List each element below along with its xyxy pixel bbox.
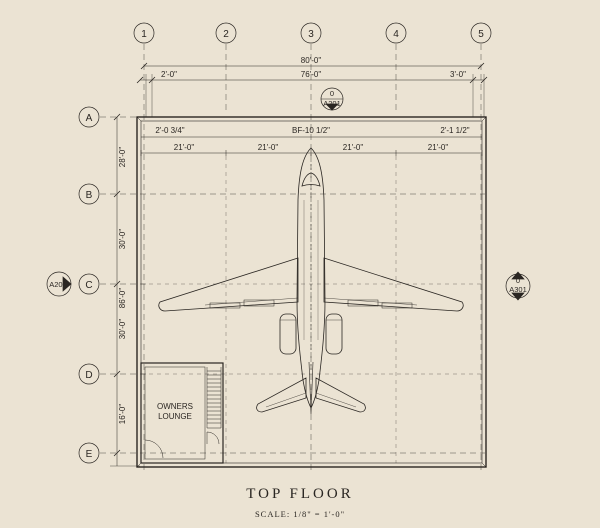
grid-bubble-4: 4 xyxy=(385,22,407,44)
grid-bubble-1: 1 xyxy=(133,22,155,44)
dim-inner-left: 2'-0 3/4" xyxy=(155,126,184,135)
svg-text:B: B xyxy=(86,190,93,201)
stair xyxy=(206,367,222,429)
dim-left-5: 16'-0" xyxy=(118,404,127,425)
aircraft-outline xyxy=(158,147,464,415)
svg-text:C: C xyxy=(85,280,92,291)
grid-bubble-a: A xyxy=(78,106,100,128)
dim-inner-right: 2'-1 1/2" xyxy=(440,126,469,135)
interior-gridlines xyxy=(141,156,482,463)
row-grid: A B C D E xyxy=(78,106,485,464)
drawing-title: TOP FLOOR xyxy=(246,486,354,502)
section-marker-top: 0 A201 xyxy=(320,87,344,111)
section-marker-right: 0 A301 xyxy=(505,271,531,301)
top-dimensions: 80'-0" 2'-0" 76'-0" 3'-0" xyxy=(136,56,488,117)
dim-inner-center: BF-10 1/2" xyxy=(292,126,330,135)
dim-bay-3: 21'-0" xyxy=(343,143,364,152)
grid-bubble-2: 2 xyxy=(215,22,237,44)
grid-bubble-b: B xyxy=(78,183,100,205)
svg-text:A201: A201 xyxy=(49,280,67,289)
dim-bay-2: 21'-0" xyxy=(258,143,279,152)
svg-text:3: 3 xyxy=(308,29,314,40)
section-marker-left: A201 xyxy=(46,271,72,297)
dim-top-left: 2'-0" xyxy=(161,70,177,79)
inner-dimensions: 2'-0 3/4" BF-10 1/2" 2'-1 1/2" 21'-0" 21… xyxy=(140,126,483,156)
svg-text:5: 5 xyxy=(478,29,484,40)
left-dimensions: 28'-0" 30'-0" 86'-0" 30'-0" 16'-0" xyxy=(110,113,140,467)
svg-text:0: 0 xyxy=(516,276,520,285)
drawing-scale: SCALE: 1/8" = 1'-0" xyxy=(254,509,346,519)
svg-text:1: 1 xyxy=(141,29,147,40)
svg-text:E: E xyxy=(86,449,93,460)
room-label-line2: LOUNGE xyxy=(158,412,192,421)
dim-top-center: 76'-0" xyxy=(301,70,322,79)
dim-overall-width: 80'-0" xyxy=(301,56,322,65)
svg-text:2: 2 xyxy=(223,29,229,40)
room-label-line1: OWNERS xyxy=(157,402,193,411)
dim-left-1: 28'-0" xyxy=(118,147,127,168)
svg-text:A: A xyxy=(86,113,93,124)
svg-text:A201: A201 xyxy=(323,99,341,108)
grid-bubble-c: C xyxy=(78,273,100,295)
dim-left-4: 30'-0" xyxy=(118,319,127,340)
owners-lounge: OWNERS LOUNGE xyxy=(140,362,224,464)
dim-bay-4: 21'-0" xyxy=(428,143,449,152)
grid-bubble-3: 3 xyxy=(300,22,322,44)
dim-left-2: 30'-0" xyxy=(118,229,127,250)
grid-bubble-5: 5 xyxy=(470,22,492,44)
dim-bay-1: 21'-0" xyxy=(174,143,195,152)
hangar-walls xyxy=(136,116,487,468)
svg-text:D: D xyxy=(85,370,92,381)
grid-bubble-d: D xyxy=(78,363,100,385)
svg-text:A301: A301 xyxy=(509,285,527,294)
dim-left-3: 86'-0" xyxy=(118,288,127,309)
svg-text:0: 0 xyxy=(330,89,334,98)
svg-text:4: 4 xyxy=(393,29,399,40)
grid-bubble-e: E xyxy=(78,442,100,464)
dim-top-right: 3'-0" xyxy=(450,70,466,79)
